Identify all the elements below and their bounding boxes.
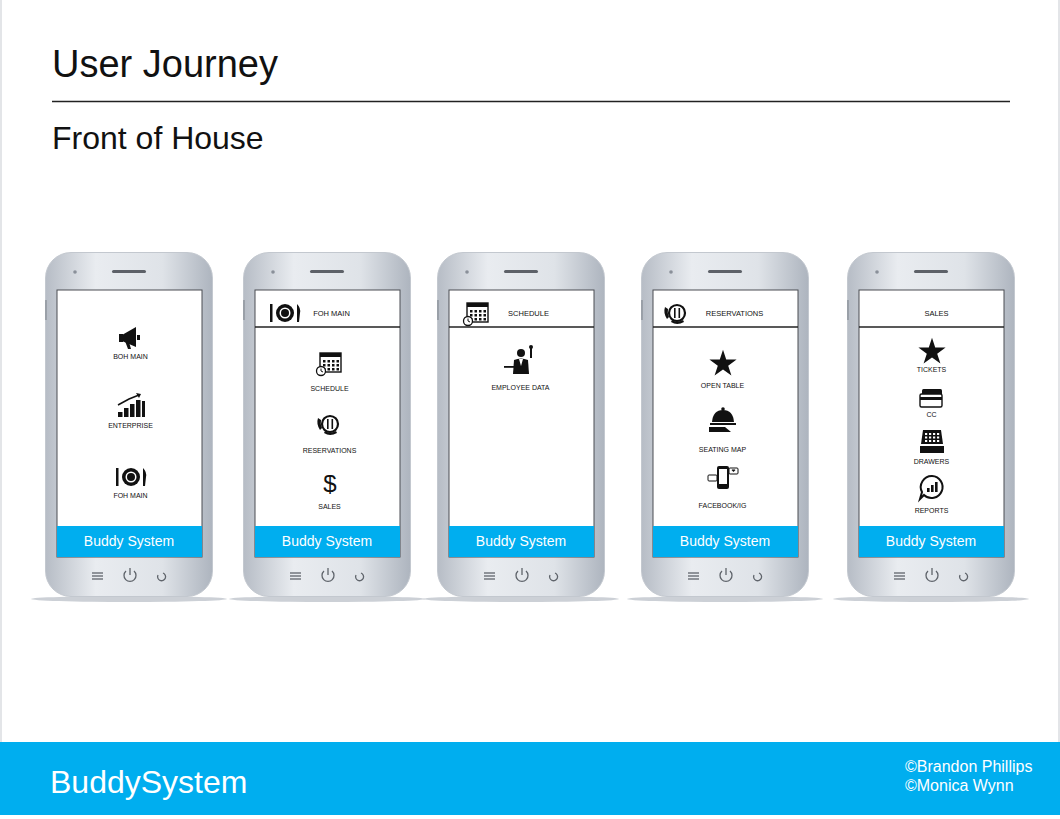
app-name: Buddy System (680, 533, 770, 549)
menu-label: FACEBOOK/IG (699, 501, 747, 508)
speaker-slot (310, 270, 344, 273)
phone-screen (653, 290, 798, 557)
menu-label: TICKETS (917, 365, 947, 372)
menu-label: SALES (318, 502, 341, 509)
header-rule (859, 326, 1004, 328)
menu-icon (270, 304, 300, 322)
side-button (641, 300, 643, 320)
menu-label: SCHEDULE (310, 384, 348, 391)
app-name: Buddy System (282, 533, 372, 549)
menu-icon (920, 430, 944, 453)
menu-icon (708, 466, 738, 489)
app-bar: Buddy System (255, 526, 400, 557)
menu-label: EMPLOYEE DATA (491, 383, 549, 390)
phone: BOH MAIN ENTERPRISE FOH MAIN Buddy System (45, 252, 213, 597)
speaker-slot (112, 270, 146, 273)
side-button (243, 300, 245, 320)
screen-header: FOH MAIN (313, 308, 350, 317)
phone: SALES TICKETS CC DRAWERS REPORTS Buddy System (847, 252, 1015, 597)
phone: RESERVATIONS OPEN TABLE SEATING MAP FACEBOO… (641, 252, 809, 597)
camera-dot (875, 270, 879, 274)
header-rule (255, 326, 400, 328)
nav-buttons (894, 568, 968, 581)
side-button (437, 300, 439, 320)
menu-icon (709, 349, 736, 375)
menu-icon (317, 416, 338, 435)
menu-icon (116, 468, 146, 486)
phone-screen (57, 290, 202, 557)
nav-buttons (484, 568, 558, 581)
speaker-slot (914, 270, 948, 273)
app-bar: Buddy System (449, 526, 594, 557)
copyright: ©Brandon Phillips (905, 758, 1032, 776)
app-bar: Buddy System (653, 526, 798, 557)
phone: FOH MAIN SCHEDULE RESERVATIONS SALES Buddy S… (243, 252, 411, 597)
copyright: ©Monica Wynn (905, 777, 1014, 795)
screen-header: SCHEDULE (508, 308, 549, 317)
menu-icon (119, 327, 140, 349)
phone: SCHEDULE EMPLOYEE DATA Buddy System (437, 252, 605, 597)
left-edge (0, 0, 2, 742)
menu-label: ENTERPRISE (108, 421, 153, 428)
nav-buttons (92, 568, 166, 581)
nav-buttons (688, 568, 762, 581)
camera-dot (271, 270, 275, 274)
menu-icon (918, 337, 945, 363)
phone-screen (859, 290, 1004, 557)
menu-label: REPORTS (915, 506, 949, 513)
header-rule (653, 326, 798, 328)
speaker-slot (504, 270, 538, 273)
menu-label: DRAWERS (914, 457, 950, 464)
camera-dot (669, 270, 673, 274)
phone-screen (255, 290, 400, 557)
menu-label: OPEN TABLE (701, 381, 744, 388)
menu-icon (463, 303, 488, 326)
app-name: Buddy System (886, 533, 976, 549)
nav-buttons (290, 568, 364, 581)
subtitle: Front of House (52, 120, 264, 157)
right-edge (1058, 0, 1060, 742)
app-bar: Buddy System (57, 526, 202, 557)
app-bar: Buddy System (859, 526, 1004, 557)
footer-band: BuddySystem ©Brandon Phillips©Monica Wynn (0, 742, 1060, 815)
brand-name: BuddySystem (50, 764, 247, 801)
speaker-slot (708, 270, 742, 273)
menu-label: FOH MAIN (113, 491, 147, 498)
menu-icon (920, 389, 942, 407)
menu-icon (118, 393, 145, 417)
menu-icon (920, 475, 943, 498)
title-rule (52, 101, 1010, 103)
header-rule (449, 326, 594, 328)
side-button (45, 300, 47, 320)
screen-header: SALES (924, 308, 948, 317)
menu-label: SEATING MAP (699, 445, 746, 452)
menu-label: RESERVATIONS (303, 446, 357, 453)
screen-header: RESERVATIONS (706, 308, 764, 317)
menu-icon (504, 345, 533, 374)
side-button (847, 300, 849, 320)
menu-label: BOH MAIN (113, 352, 148, 359)
app-name: Buddy System (476, 533, 566, 549)
menu-icon (316, 353, 341, 376)
menu-icon (709, 407, 736, 432)
menu-icon (664, 305, 685, 324)
app-name: Buddy System (84, 533, 174, 549)
phone-screen (449, 290, 594, 557)
camera-dot (465, 270, 469, 274)
menu-label: CC (926, 410, 936, 417)
slide-title: User Journey (52, 43, 278, 86)
sales-dollar-icon: $ (323, 470, 336, 498)
camera-dot (73, 270, 77, 274)
